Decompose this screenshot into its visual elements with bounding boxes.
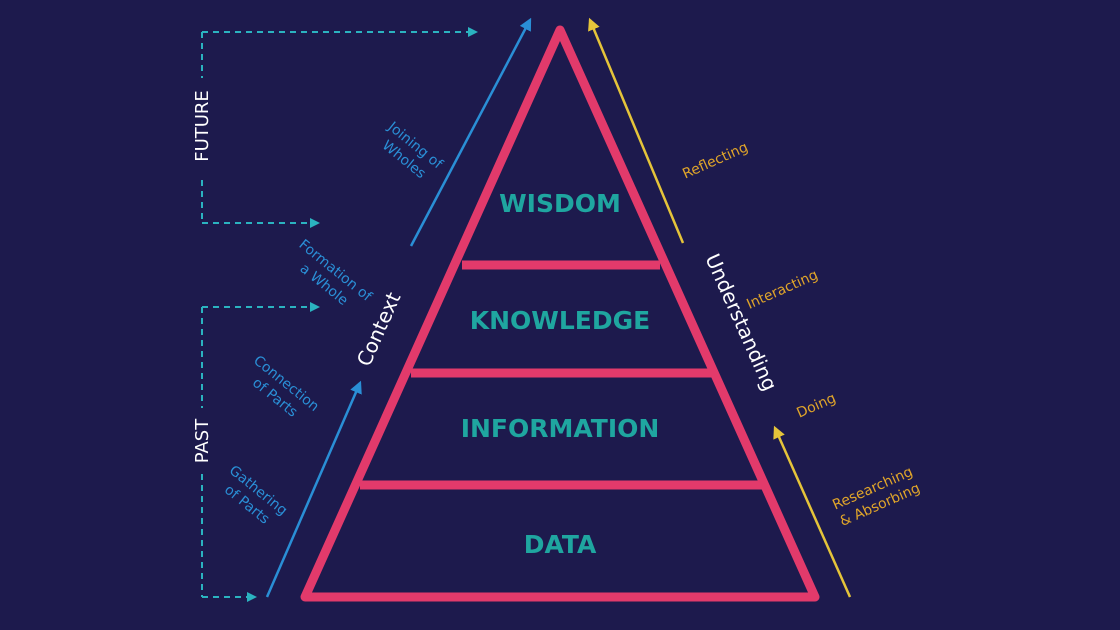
understanding-step-researching-absorbing: Researching & Absorbing	[830, 464, 922, 530]
understanding-step-doing: Doing	[794, 390, 838, 421]
context-step-gathering-parts: Gathering of Parts	[221, 463, 290, 528]
future-label: FUTURE	[192, 90, 213, 162]
understanding-step-reflecting: Reflecting	[680, 139, 750, 182]
future-bracket	[201, 27, 478, 228]
tier-knowledge: KNOWLEDGE	[470, 306, 650, 335]
tier-wisdom: WISDOM	[499, 189, 621, 218]
svg-text:Doing: Doing	[794, 390, 838, 421]
svg-text:Reflecting: Reflecting	[680, 139, 750, 182]
past-bracket	[201, 302, 320, 602]
tier-information: INFORMATION	[461, 414, 660, 443]
context-step-connection-parts: Connection of Parts	[249, 353, 322, 421]
past-label: PAST	[192, 418, 213, 463]
context-arrow-lower	[265, 380, 362, 598]
understanding-step-interacting: Interacting	[744, 267, 820, 313]
svg-text:Interacting: Interacting	[744, 267, 820, 313]
pyramid-outline	[300, 25, 820, 602]
context-step-formation-whole: Formation of a Whole	[296, 237, 376, 309]
context-arrow-upper	[409, 17, 532, 247]
context-step-joining-wholes: Joining of Wholes	[379, 118, 446, 182]
understanding-arrow-lower	[773, 425, 852, 598]
tier-data: DATA	[524, 530, 597, 559]
understanding-arrow-upper	[588, 17, 685, 244]
